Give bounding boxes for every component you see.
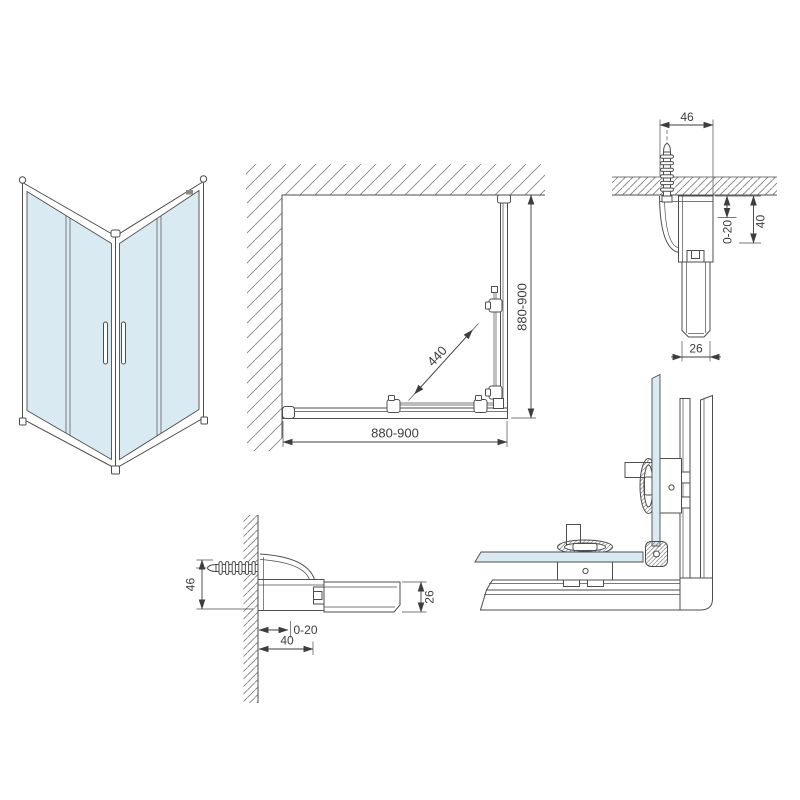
anchor-rib — [251, 561, 256, 575]
roller-wheel-pad — [644, 476, 653, 496]
foot-left — [19, 417, 27, 426]
corner-cap-left — [18, 176, 27, 184]
wall-bracket-bottom-left — [282, 406, 295, 419]
screw-shaft — [215, 564, 259, 572]
foot-right — [200, 416, 208, 425]
profile-top-dimensions: 46 0-20 40 26 — [659, 110, 768, 362]
corner-roller-detail — [474, 373, 713, 611]
anchor-rib — [244, 561, 250, 575]
door-stopper-right — [491, 286, 498, 293]
roller-screw-hole — [582, 567, 589, 575]
wall-line — [281, 194, 545, 438]
roller-mount-tab — [681, 496, 691, 509]
bracket-curve-inner — [664, 195, 680, 249]
screw-boss — [661, 195, 673, 203]
door-handle-left — [103, 321, 108, 365]
bracket-curve-inner — [259, 559, 310, 580]
wall-hatch-left — [247, 195, 282, 451]
wall-profile-detail-top: 46 0-20 40 26 — [612, 110, 777, 362]
bottom-rail-upper-band — [485, 579, 681, 591]
corner-connector-core — [653, 550, 660, 558]
door-slider-bottom-2 — [473, 399, 488, 413]
bracket-fill — [260, 554, 315, 580]
roller-wheel-pad — [572, 543, 598, 551]
dimension-label-020: 0-20 — [294, 623, 318, 637]
bottom-rail-lower-band — [479, 589, 681, 611]
dimension-label-46: 46 — [184, 578, 198, 592]
foot-center — [111, 465, 120, 475]
anchor-rib — [660, 180, 674, 186]
dimension-line-entry — [414, 329, 473, 395]
bracket-fill — [659, 196, 679, 253]
door-slider-right-1-tab — [485, 301, 491, 310]
profile-side-dimensions: 46 0-20 40 26 — [184, 559, 437, 655]
glass-panel-left — [26, 190, 112, 461]
wall-hatch-top — [246, 164, 545, 195]
door-slider-right-2-tab — [485, 388, 491, 397]
corner-frame-piece — [679, 577, 713, 611]
dimension-label-26: 26 — [423, 590, 437, 604]
door-slider-bottom-2-tab — [475, 395, 482, 401]
roller-foot — [587, 579, 604, 587]
right-rail-outer — [700, 394, 713, 580]
anchor-rib — [218, 561, 223, 575]
door-slider-bottom-1 — [386, 399, 401, 413]
glass-panel-vertical — [651, 373, 661, 547]
profile-bar — [681, 261, 711, 338]
plan-view: 880-900 880-900 440 — [246, 164, 545, 451]
dimension-label-width: 880-900 — [371, 426, 419, 441]
dimension-label-40: 40 — [280, 634, 294, 648]
glass-panel-right — [119, 189, 200, 461]
dimension-label-26: 26 — [689, 342, 703, 356]
wall-anchor-screw — [196, 561, 259, 575]
anchor-rib — [660, 187, 674, 192]
isometric-view — [18, 175, 208, 475]
roller-mount-tab — [681, 471, 691, 484]
anchor-rib — [238, 561, 243, 575]
dimension-label-depth: 880-900 — [515, 283, 530, 331]
dimension-label-entry: 440 — [424, 343, 450, 369]
wall-profile-detail-side: 46 0-20 40 26 — [184, 515, 437, 703]
wall-hatch-band — [612, 177, 777, 195]
bracket-curve-outer — [659, 195, 680, 253]
dimension-label-020: 0-20 — [721, 220, 735, 244]
bracket-curve-outer — [259, 553, 315, 580]
roller-screw-hole — [668, 484, 675, 491]
corner-cap-right — [199, 175, 208, 183]
wall-bracket-top-right — [497, 194, 511, 204]
roller-assembly-horizontal — [557, 524, 613, 587]
wall-anchor-screw — [660, 130, 674, 203]
anchor-rib — [660, 167, 674, 172]
screw-tip — [662, 142, 672, 153]
roller-foot — [563, 579, 580, 587]
door-handle-right — [121, 321, 126, 365]
profile-bar — [323, 581, 401, 613]
door-slider-bottom-1-tab — [388, 395, 395, 401]
screw-tip — [206, 563, 217, 573]
anchor-rib — [231, 561, 236, 575]
dimension-label-40: 40 — [754, 215, 768, 229]
brand-logo-mark — [186, 190, 193, 195]
bracket-notch-inner — [691, 250, 700, 259]
apex-cap — [110, 229, 121, 238]
bracket-notch-inner — [313, 591, 323, 600]
anchor-rib — [660, 161, 674, 166]
glass-panel-horizontal — [474, 551, 644, 563]
door-corner-connector — [493, 398, 504, 409]
anchor-rib — [660, 174, 674, 179]
anchor-rib — [225, 561, 230, 575]
dimension-label-46: 46 — [680, 110, 694, 124]
anchor-rib — [660, 154, 674, 159]
